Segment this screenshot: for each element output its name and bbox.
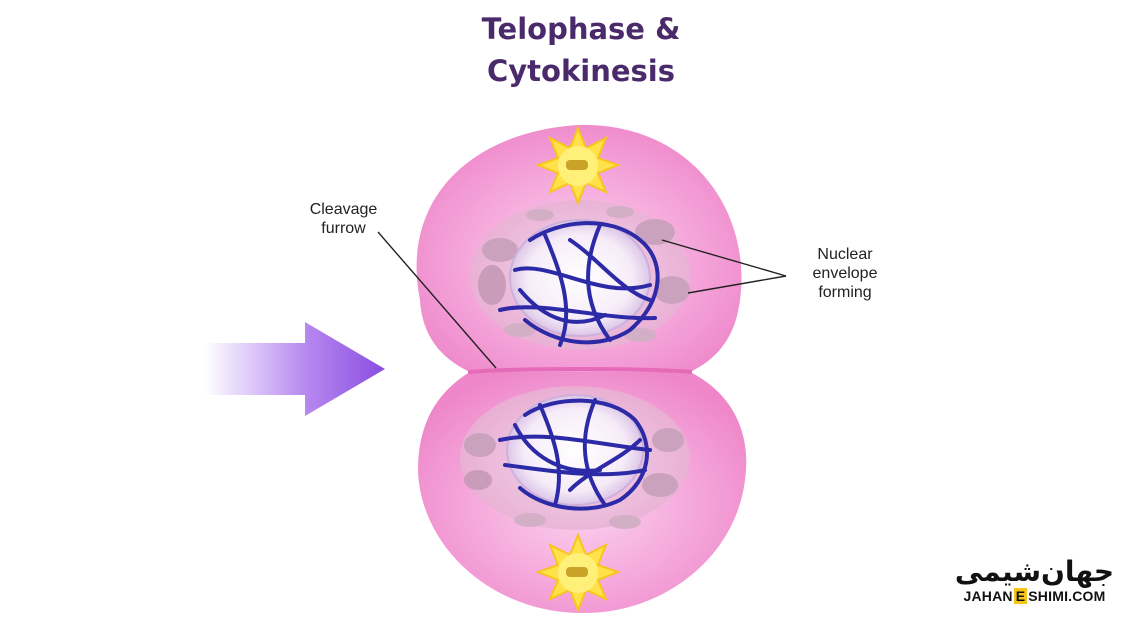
- nuclear-label-line-1: Nuclear: [817, 246, 873, 263]
- upper-chromosomes: [498, 221, 660, 347]
- cleavage-label-line-2: furrow: [321, 220, 366, 237]
- lower-nuclear-region: [460, 386, 690, 530]
- title-line-1: Telophase &: [481, 12, 681, 46]
- nuclear-label-line-2: envelope: [812, 265, 878, 282]
- lower-centrosome: [535, 532, 621, 613]
- cleavage-furrow-label: Cleavage furrow: [296, 200, 391, 238]
- nuclear-pointer-line-2: [687, 275, 787, 294]
- dividing-cell: [416, 124, 747, 614]
- direction-arrow: [205, 322, 385, 416]
- lower-chromosomes: [498, 398, 652, 511]
- watermark-persian: جهان‌شیمی: [954, 555, 1115, 588]
- cleavage-pointer-line: [377, 231, 497, 369]
- upper-centrosome: [535, 125, 621, 206]
- watermark-latin-left: JAHAN: [963, 588, 1013, 604]
- nuclear-label-line-3: forming: [818, 284, 872, 301]
- diagram-title: Telophase & Cytokinesis: [381, 8, 781, 92]
- cleavage-label-line-1: Cleavage: [309, 201, 378, 218]
- watermark-latin-mid: E: [1013, 588, 1028, 604]
- nuclear-envelope-label: Nuclear envelope forming: [790, 245, 900, 302]
- title-line-2: Cytokinesis: [487, 54, 675, 88]
- watermark-latin-right: SHIMI.COM: [1028, 588, 1106, 604]
- nuclear-pointer-line-1: [661, 239, 787, 277]
- cleavage-furrow-line: [467, 367, 693, 374]
